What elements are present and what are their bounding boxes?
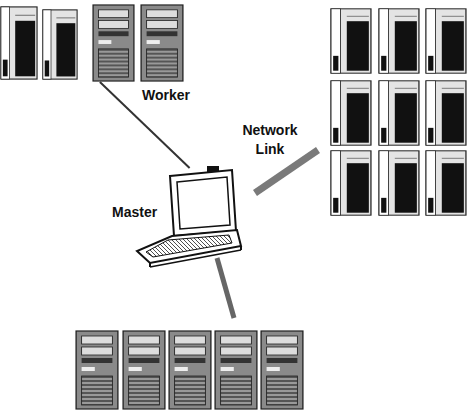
server-tower — [43, 10, 77, 79]
server-tower — [93, 5, 134, 81]
server-tower — [379, 151, 419, 215]
link-label: Network Link — [236, 121, 304, 159]
server-tower — [215, 331, 257, 409]
server-tower — [426, 151, 466, 215]
server-tower — [331, 81, 371, 145]
network-link-line — [217, 258, 234, 318]
server-tower — [141, 5, 183, 81]
server-tower — [76, 331, 118, 409]
server-tower — [169, 331, 211, 409]
node-label: Worker — [142, 86, 222, 105]
server-tower — [379, 9, 419, 73]
server-tower — [426, 9, 466, 73]
server-tower — [426, 81, 466, 145]
server-tower — [379, 81, 419, 145]
laptop-node: Master — [150, 168, 240, 265]
server-tower — [1, 7, 37, 79]
node-label: Master — [112, 203, 182, 222]
server-tower — [261, 331, 303, 409]
server-tower — [331, 9, 371, 73]
server-group: Worker — [0, 0, 185, 82]
server-tower — [123, 331, 165, 409]
server-tower — [331, 151, 371, 215]
